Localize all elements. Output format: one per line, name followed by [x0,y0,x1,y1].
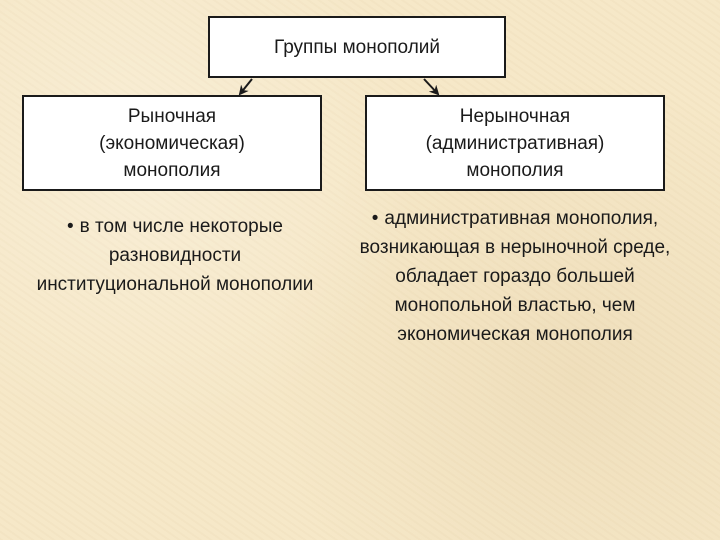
nonmarket-monopoly-note: •административная монополия, возникающая… [355,204,675,349]
nonmarket-monopoly-label: Нерыночная (административная) монополия [425,105,605,181]
arrow-to-market-monopoly [238,78,253,96]
market-monopoly-note-text: в том числе некоторые разновидности инст… [36,216,314,295]
market-monopoly-note: •в том числе некоторые разновидности инс… [22,212,328,299]
nonmarket-monopoly-note-text: административная монополия, возникающая … [359,208,671,345]
root-box-monopoly-groups: Группы монополий [208,16,506,78]
box-nonmarket-monopoly: Нерыночная (административная) монополия [365,95,665,191]
arrow-to-nonmarket-monopoly [423,78,440,96]
market-monopoly-label: Рыночная (экономическая) монополия [99,105,245,181]
bullet-marker: • [371,208,379,229]
root-box-label: Группы монополий [273,36,441,58]
box-market-monopoly: Рыночная (экономическая) монополия [22,95,322,191]
bullet-marker: • [67,216,74,237]
